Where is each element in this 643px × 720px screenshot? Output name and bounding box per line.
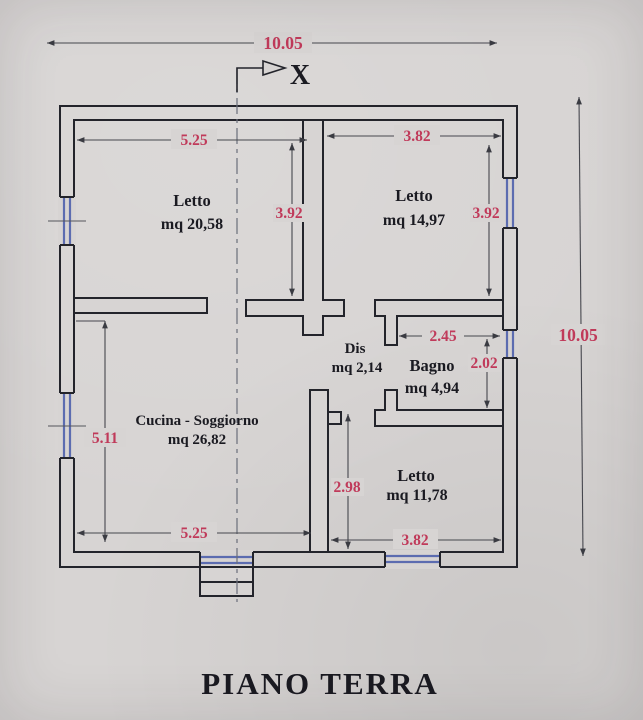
wall-cucina-letto3 xyxy=(309,389,329,553)
room-area-cucina: mq 26,82 xyxy=(168,432,226,448)
dim-halo xyxy=(551,324,605,345)
dim-bagno-width: 2.45 xyxy=(429,328,456,345)
room-area-letto1: mq 20,58 xyxy=(161,216,223,233)
axis-x-label: X xyxy=(290,60,310,91)
windows xyxy=(48,177,519,597)
room-area-bagno: mq 4,94 xyxy=(405,380,459,397)
window-icon-letto1 xyxy=(48,196,86,246)
room-label-letto1: Letto xyxy=(173,191,211,210)
plan-title: PIANO TERRA xyxy=(201,666,439,701)
dim-halo xyxy=(273,204,304,222)
wall-letto1-cucina xyxy=(73,297,208,314)
room-label-dis: Dis xyxy=(345,341,366,357)
dim-halo xyxy=(422,326,464,345)
dim-halo xyxy=(84,428,126,447)
room-area-letto3: mq 11,78 xyxy=(386,487,447,504)
dim-overall-height: 10.05 xyxy=(558,325,598,345)
door-gap xyxy=(200,550,253,569)
dimension-labels: 10.05 10.05 5.25 3.92 3.82 3.92 2.45 2.0… xyxy=(84,32,605,549)
dim-letto2-width: 3.82 xyxy=(403,128,430,145)
dim-bagno-height: 2.02 xyxy=(470,355,497,372)
axis-leader xyxy=(236,67,263,92)
dim-halo xyxy=(393,529,438,549)
room-label-cucina: Cucina - Soggiorno xyxy=(135,413,258,429)
entry-step xyxy=(199,581,254,597)
window-icon-bagno xyxy=(501,329,519,359)
window-gap xyxy=(501,178,519,228)
dim-cucina-height: 5.11 xyxy=(92,430,118,447)
dim-letto1-width: 5.25 xyxy=(180,132,207,149)
dim-letto2-height: 3.92 xyxy=(472,205,499,222)
window-icon-letto2 xyxy=(501,177,519,229)
axis-arrow-icon xyxy=(262,59,288,77)
wall-bedroom-separator xyxy=(245,119,345,336)
dim-halo xyxy=(171,129,217,149)
dim-halo xyxy=(254,32,312,53)
axis-marker: X xyxy=(236,59,310,602)
wall-bagno-top xyxy=(374,299,504,346)
room-area-letto2: mq 14,97 xyxy=(383,212,445,229)
window-icon-letto3 xyxy=(384,550,441,569)
dim-letto3-height: 2.98 xyxy=(333,479,360,496)
room-label-letto3: Letto xyxy=(397,466,435,485)
entry-door xyxy=(199,550,254,597)
wall-bagno-bottom xyxy=(374,389,504,427)
dim-letto1-height: 3.92 xyxy=(275,205,302,222)
room-labels: Letto mq 20,58 Letto mq 14,97 Dis mq 2,1… xyxy=(135,186,459,504)
dim-halo xyxy=(470,204,502,222)
dim-halo xyxy=(171,522,217,542)
room-label-letto2: Letto xyxy=(395,186,433,205)
dim-letto3-width: 3.82 xyxy=(401,532,428,549)
internal-walls xyxy=(73,119,504,553)
entry-step xyxy=(199,566,254,583)
dim-cucina-width: 5.25 xyxy=(180,525,207,542)
room-area-dis: mq 2,14 xyxy=(332,360,383,376)
window-gap xyxy=(385,550,440,569)
window-gap xyxy=(501,330,519,358)
window-icon-cucina xyxy=(48,392,86,459)
dim-halo xyxy=(331,478,364,496)
dim-overall-width: 10.05 xyxy=(263,33,303,53)
wall-letto3-door-jamb xyxy=(327,411,342,425)
dim-halo xyxy=(468,354,501,372)
dim-halo xyxy=(394,125,440,145)
room-label-bagno: Bagno xyxy=(410,356,455,375)
